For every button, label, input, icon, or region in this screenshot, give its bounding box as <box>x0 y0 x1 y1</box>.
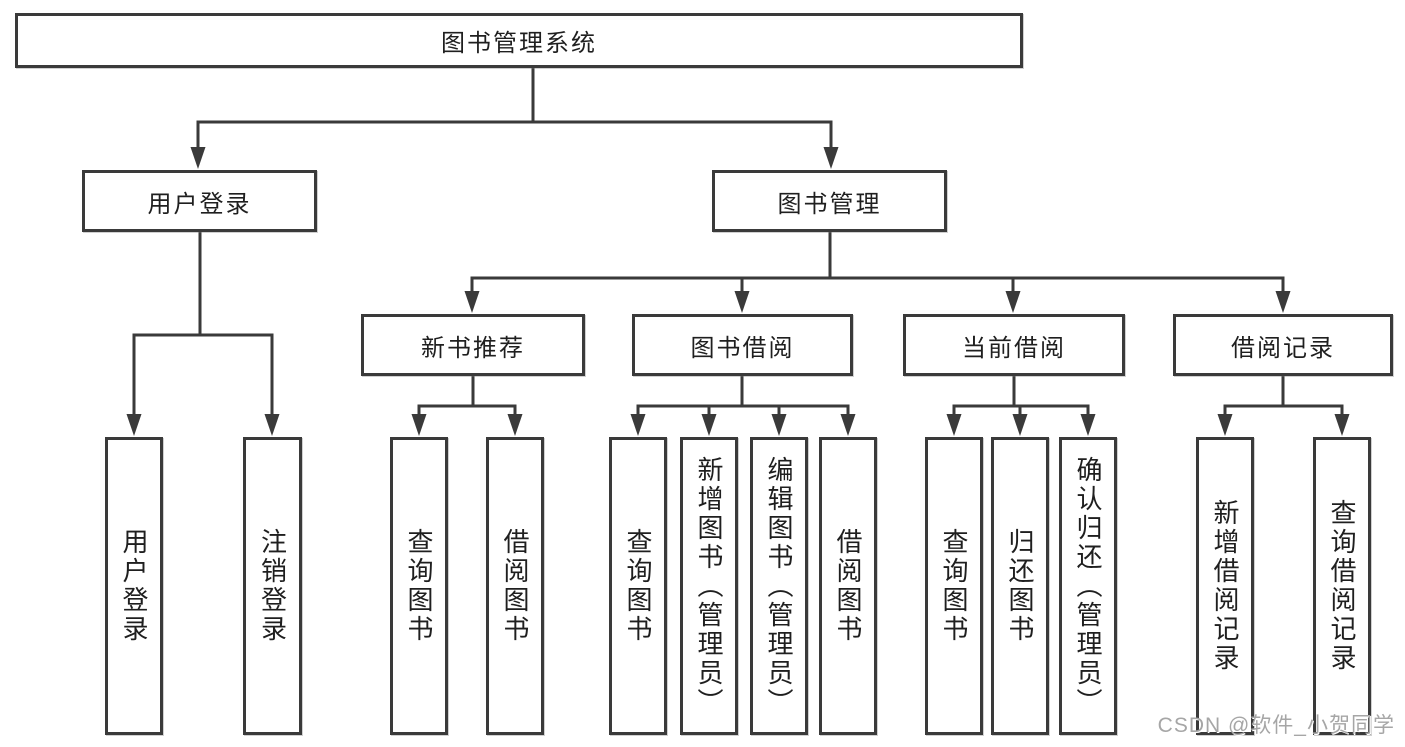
leaf-query-books-recommend: 查询图书 <box>390 437 448 735</box>
leaf-user-login: 用户登录 <box>105 437 163 735</box>
node-current-borrow: 当前借阅 <box>903 314 1125 376</box>
node-library-management-system: 图书管理系统 <box>15 13 1023 68</box>
node-book-borrow: 图书借阅 <box>632 314 853 376</box>
watermark: CSDN @软件_小贺同学 <box>1157 714 1395 737</box>
node-user-login: 用户登录 <box>82 170 317 232</box>
leaf-query-books-current: 查询图书 <box>925 437 983 735</box>
node-book-management: 图书管理 <box>712 170 947 232</box>
leaf-query-borrow-record: 查询借阅记录 <box>1313 437 1371 735</box>
leaf-edit-books-admin: 编辑图书（管理员） <box>750 437 808 735</box>
leaf-logout: 注销登录 <box>243 437 302 735</box>
leaf-borrow-books-recommend: 借阅图书 <box>486 437 544 735</box>
leaf-confirm-return-admin: 确认归还（管理员） <box>1059 437 1117 735</box>
node-new-book-recommend: 新书推荐 <box>361 314 585 376</box>
leaf-add-borrow-record: 新增借阅记录 <box>1196 437 1254 735</box>
leaf-borrow-books: 借阅图书 <box>819 437 877 735</box>
node-borrow-record: 借阅记录 <box>1173 314 1393 376</box>
leaf-return-books: 归还图书 <box>991 437 1049 735</box>
leaf-query-books-borrow: 查询图书 <box>609 437 667 735</box>
leaf-add-books-admin: 新增图书（管理员） <box>680 437 738 735</box>
